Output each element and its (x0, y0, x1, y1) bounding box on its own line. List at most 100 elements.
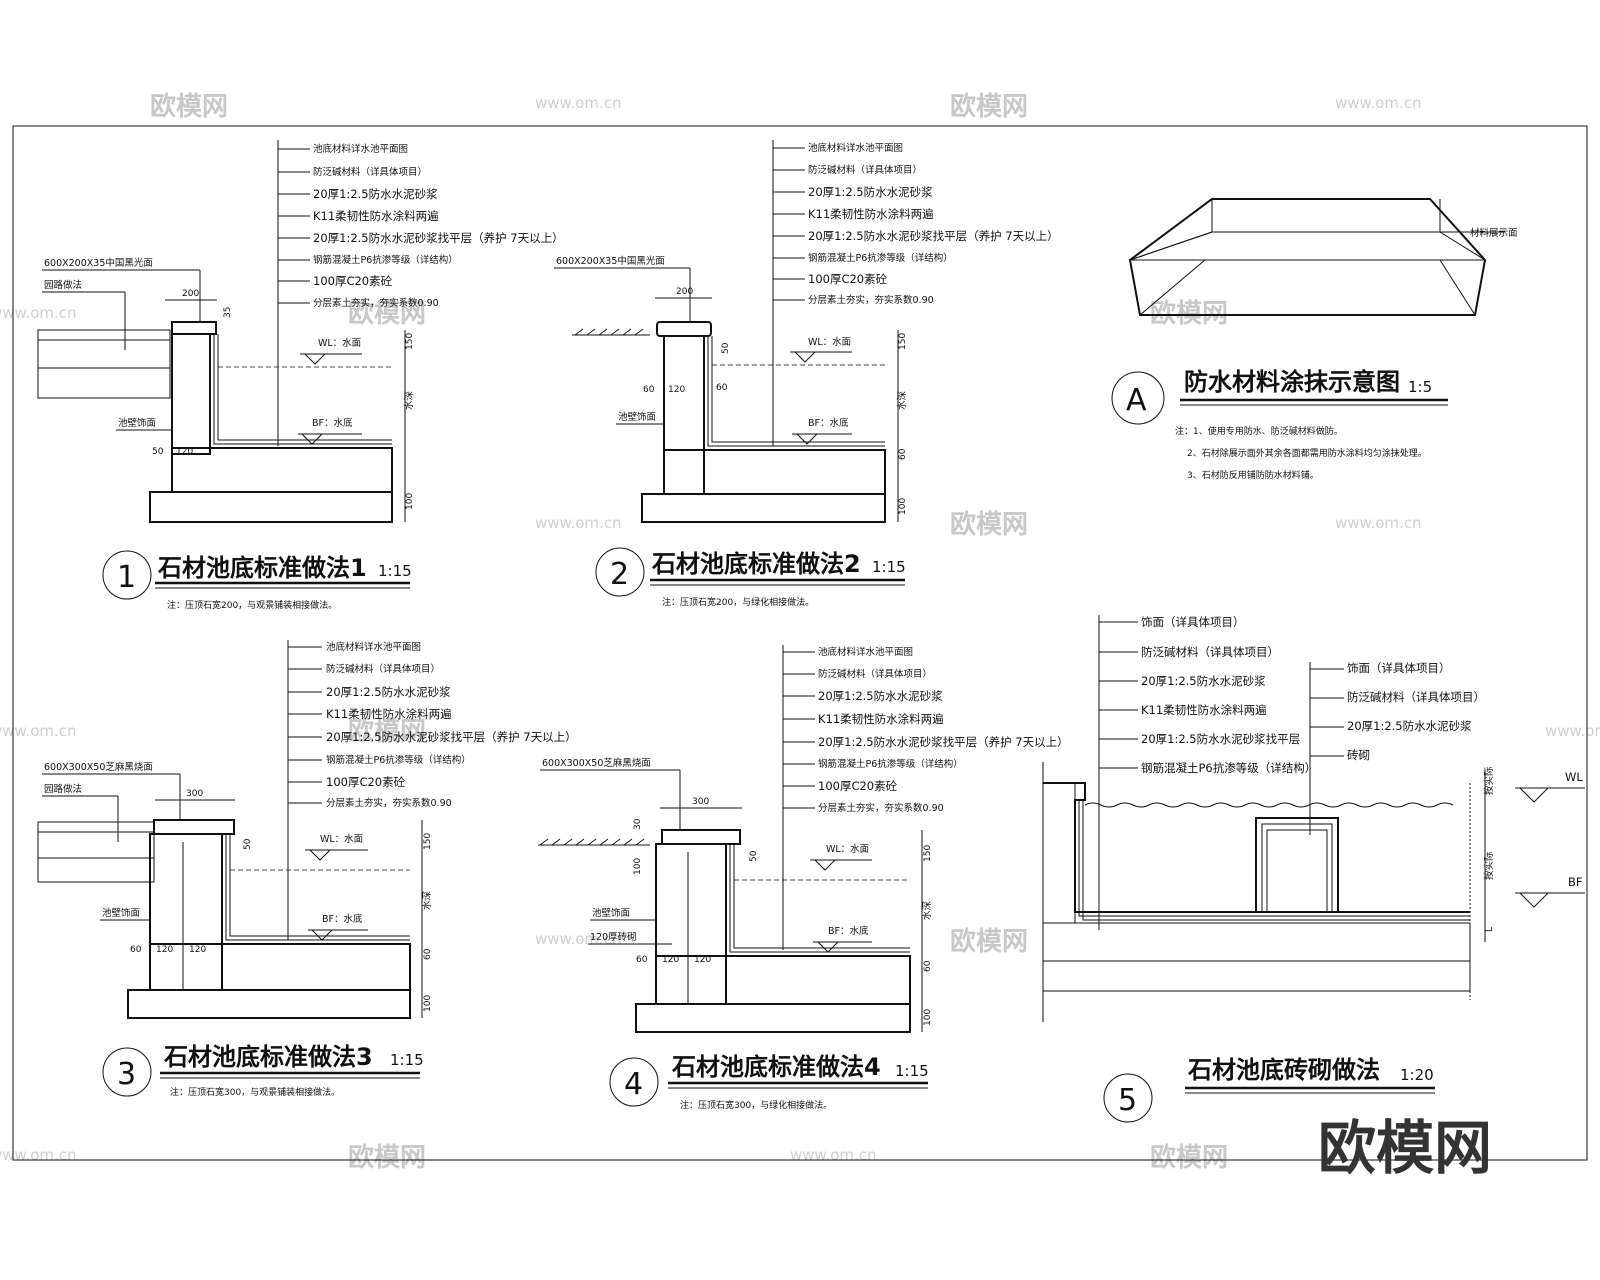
dim-label: 100 (423, 995, 433, 1012)
detail-title: 石材池底标准做法4 (671, 1053, 881, 1081)
detail-scale: 1:15 (390, 1051, 424, 1069)
dim-label: 150 (923, 845, 933, 862)
coping-label: 600X200X35中国黑光面 (556, 255, 665, 267)
dim-label: 300 (186, 789, 203, 799)
dim-label: 60 (716, 383, 728, 393)
dim-label: 按实际 (1483, 766, 1495, 795)
wl-label: WL：水面 (808, 336, 851, 348)
layer-label: 饰面（详具体项目） (1141, 615, 1245, 629)
dim-label: 100 (923, 1009, 933, 1026)
dim-label: 150 (405, 333, 415, 350)
layer-label: 池底材料详水池平面图 (326, 641, 421, 653)
side-label: 园路做法 (44, 783, 82, 795)
watermark-url: www.om.cn (1545, 722, 1600, 740)
wall-label: 池壁饰面 (618, 411, 656, 423)
detail-scale: 1:15 (378, 562, 412, 580)
wall-label: 池壁饰面 (592, 907, 630, 919)
brick-label: 120厚砖砌 (590, 931, 637, 943)
dim-label: 120 (668, 385, 685, 395)
detail-1: 池底材料详水池平面图 防泛碱材料（详具体项目） 20厚1:2.5防水水泥砂浆 K… (37, 140, 564, 611)
dim-label: 200 (182, 289, 199, 299)
layer-label: 分层素土夯实，夯实系数0.90 (326, 797, 452, 809)
dim-label: 50 (721, 342, 731, 354)
dim-label: 100 (898, 498, 908, 515)
dim-label: 30 (633, 818, 643, 830)
depth-label: 水深 (896, 391, 908, 411)
dim-label: 120 (189, 945, 206, 955)
detail-number: 1 (117, 560, 136, 595)
detail-note: 注：压顶石宽200，与观景铺装相接做法。 (167, 599, 337, 611)
detail-marker (609, 1057, 659, 1107)
watermark-logo: 欧模网 (348, 298, 426, 329)
detail-4: 池底材料详水池平面图 防泛碱材料（详具体项目） 20厚1:2.5防水水泥砂浆 K… (538, 645, 1069, 1111)
watermark-url: www.om.cn (535, 514, 622, 532)
watermark-logo: 欧模网 (1150, 1142, 1228, 1173)
watermark-logo: 欧模网 (950, 91, 1028, 122)
layer-label: 分层素土夯实，夯实系数0.90 (313, 297, 439, 309)
detail-title: 石材池底标准做法1 (157, 554, 367, 582)
dim-label: 35 (223, 307, 233, 318)
dim-label: 60 (923, 960, 933, 972)
coping-label: 600X300X50芝麻黑烧面 (44, 761, 153, 773)
layer-label: 钢筋混凝土P6抗渗等级（详结构） (818, 758, 963, 770)
detail-scale: 1:20 (1400, 1066, 1434, 1084)
layer-label: 100厚C20素砼 (326, 775, 406, 789)
detail-number: 3 (117, 1057, 136, 1092)
layer-label: 20厚1:2.5防水水泥砂浆找平层（养护 7天以上） (818, 735, 1069, 749)
layer-label: K11柔韧性防水涂料两遍 (1141, 703, 1267, 717)
bf-label: BF (1568, 875, 1583, 889)
dim-label: 100 (633, 858, 643, 875)
dim-label: 按实际 (1483, 851, 1495, 880)
layer-label: 钢筋混凝土P6抗渗等级（详结构） (1141, 761, 1316, 775)
watermark-layer: 欧模网 www.om.cn 欧模网 www.om.cn 欧模网 欧模网 www.… (0, 91, 1600, 1173)
watermark-logo: 欧模网 (950, 509, 1028, 540)
dim-label: 200 (676, 287, 693, 297)
dim-label: 120 (156, 945, 173, 955)
detail-A: 材料展示面 A 防水材料涂抹示意图 1:5 注：1、使用专用防水、防泛碱材料做防… (1111, 198, 1518, 481)
detail-marker (102, 1047, 152, 1097)
note-line: 注：1、使用专用防水、防泛碱材料做防。 (1175, 425, 1343, 437)
layer-label: 防泛碱材料（详具体项目） (808, 164, 922, 176)
detail-marker (1111, 371, 1165, 425)
callout-label: 材料展示面 (1470, 227, 1518, 239)
detail-title: 石材池底砖砌做法 (1187, 1056, 1380, 1084)
layer-label: 20厚1:2.5防水水泥砂浆 (313, 187, 438, 201)
side-label: 园路做法 (44, 279, 82, 291)
depth-label: 水深 (421, 891, 433, 911)
dim-label: 150 (898, 333, 908, 350)
detail-number: 5 (1118, 1083, 1137, 1118)
layer-label: 100厚C20素砼 (818, 779, 898, 793)
detail-number: 2 (610, 557, 629, 592)
layer-label: 池底材料详水池平面图 (313, 143, 408, 155)
watermark-url: www.om.cn (790, 1146, 877, 1164)
bf-label: BF：水底 (312, 417, 353, 429)
layer-label: 防泛碱材料（详具体项目） (1141, 645, 1279, 659)
layer-label: 分层素土夯实，夯实系数0.90 (808, 294, 934, 306)
layer-label: 砖砌 (1347, 748, 1370, 762)
note-line: 2、石材除展示面外其余各面都需用防水涂料均匀涂抹处理。 (1187, 447, 1427, 459)
layer-label: 防泛碱材料（详具体项目） (818, 668, 932, 680)
watermark-logo: 欧模网 (150, 91, 228, 122)
dim-label: 60 (898, 448, 908, 460)
layer-label: 20厚1:2.5防水水泥砂浆找平层（养护 7天以上） (313, 231, 564, 245)
layer-label: 池底材料详水池平面图 (818, 646, 913, 658)
watermark-logo: 欧模网 (950, 926, 1028, 957)
layer-label: 分层素土夯实，夯实系数0.90 (818, 802, 944, 814)
coping-label: 600X300X50芝麻黑烧面 (542, 757, 651, 769)
detail-title: 石材池底标准做法2 (651, 550, 861, 578)
detail-note: 注：压顶石宽300，与绿化相接做法。 (680, 1099, 832, 1111)
layer-label: 池底材料详水池平面图 (808, 142, 903, 154)
detail-title: 防水材料涂抹示意图 (1184, 368, 1400, 396)
layer-label: 20厚1:2.5防水水泥砂浆 (818, 689, 943, 703)
depth-label: 水深 (403, 390, 415, 410)
watermark-url: www.om.cn (0, 304, 77, 322)
layer-label: 20厚1:2.5防水水泥砂浆 (808, 185, 933, 199)
layer-label: 20厚1:2.5防水水泥砂浆找平层 (1141, 732, 1300, 746)
detail-number: A (1126, 383, 1147, 418)
dim-label: 60 (423, 948, 433, 960)
layer-label: 钢筋混凝土P6抗渗等级（详结构） (808, 252, 953, 264)
watermark-logo: 欧模网 (1150, 298, 1228, 329)
watermark-url: www.om.cn (1335, 514, 1422, 532)
layer-label: K11柔韧性防水涂料两遍 (313, 209, 439, 223)
dim-label: 60 (636, 955, 648, 965)
